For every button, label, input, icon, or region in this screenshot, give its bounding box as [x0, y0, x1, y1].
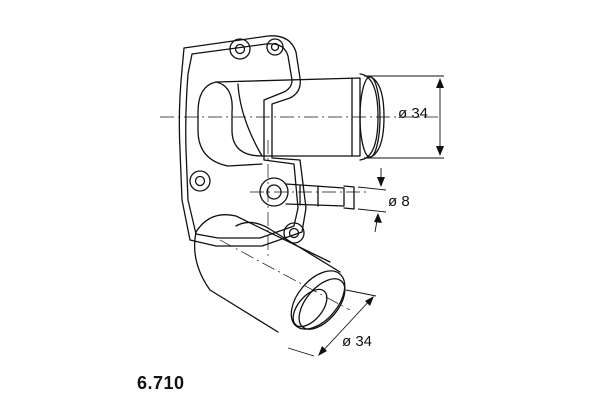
lower-outlet-pipe: [193, 214, 346, 333]
bolt-hole-top-right: [266, 38, 284, 56]
centre-lines: [160, 116, 440, 311]
dimension-arrows: [318, 78, 444, 356]
small-port-pipe: [259, 177, 355, 210]
bolt-hole-left: [189, 170, 211, 192]
small-port-diameter-label: ø 8: [388, 193, 410, 210]
upper-outlet-diameter-label: ø 34: [398, 105, 429, 122]
dimension-lines: [287, 75, 444, 357]
bolt-hole-top-left: [229, 38, 251, 60]
bolt-hole-bottom: [283, 222, 305, 244]
mounting-flange: [178, 35, 307, 247]
part-number: 6.710: [137, 373, 185, 393]
upper-outlet-pipe: [197, 73, 385, 167]
lower-outlet-diameter-label: ø 34: [342, 333, 373, 350]
